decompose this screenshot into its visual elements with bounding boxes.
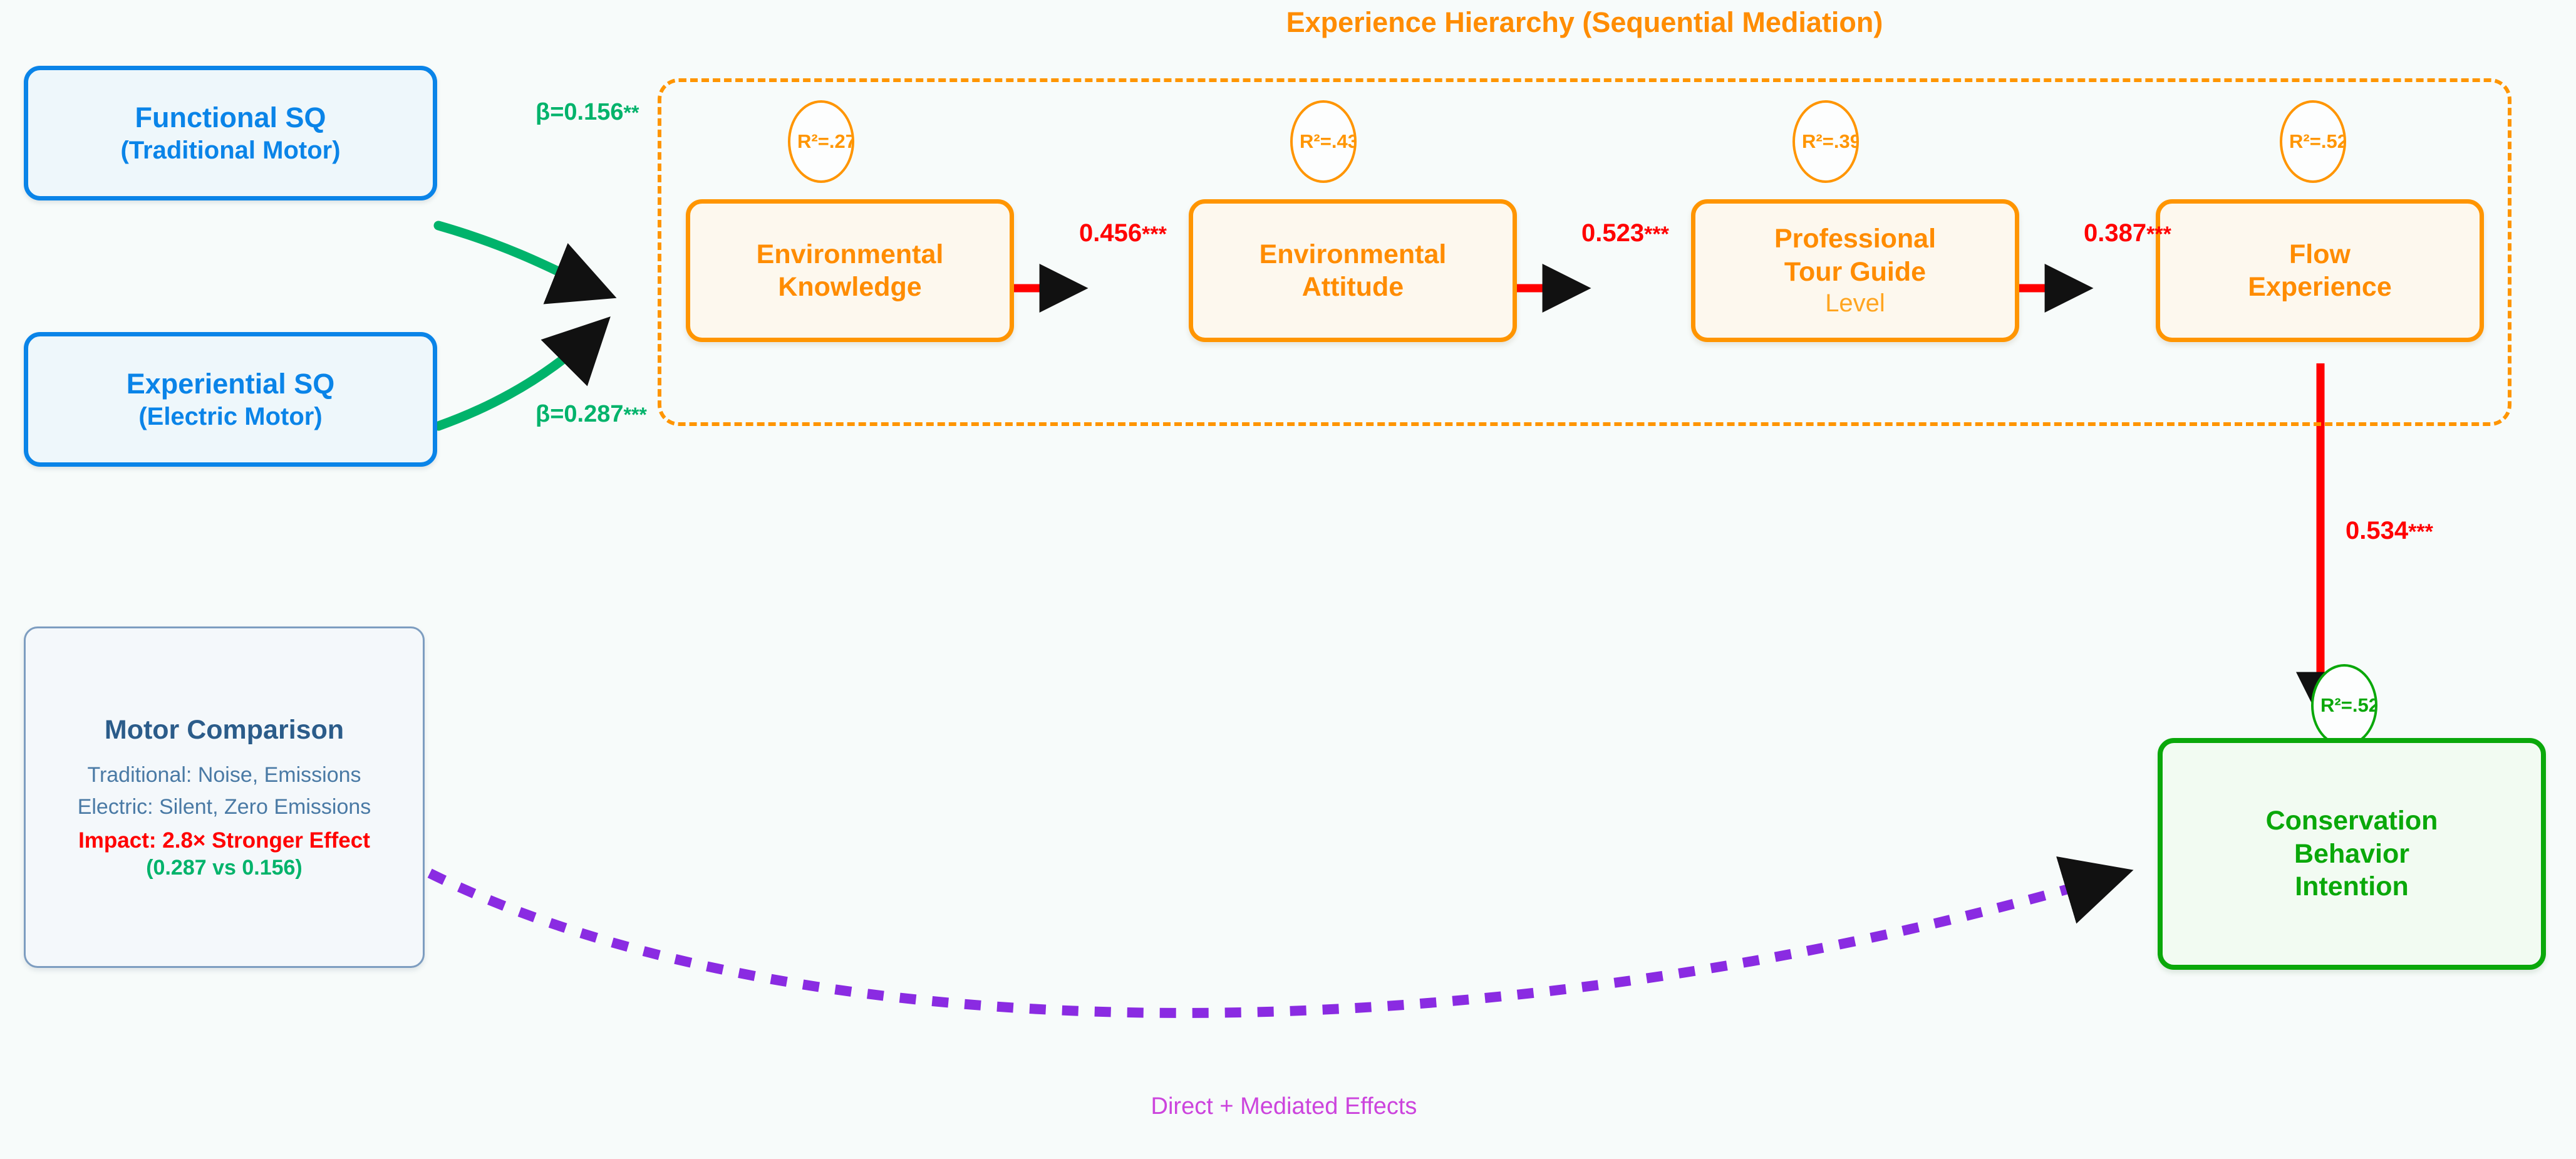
node-professional-tour-guide[interactable]: Professional Tour Guide Level [1691, 199, 2019, 342]
label-flow-to-intention: 0.534*** [2346, 517, 2433, 545]
r2-value-environmental-knowledge: R²=.27 [797, 130, 854, 152]
label-guide-to-flow-stars: *** [2146, 222, 2171, 246]
region-title: Experience Hierarchy (Sequential Mediati… [1286, 6, 1883, 38]
node-experiential-sq-line2: (Electric Motor) [138, 402, 323, 430]
label-attitude-to-guide: 0.523*** [1581, 219, 1669, 247]
node-environmental-knowledge-line1: Environmental [756, 239, 944, 269]
node-professional-tour-guide-line3: Level [1825, 289, 1885, 318]
label-knowledge-to-attitude-value: 0.456 [1079, 219, 1142, 247]
r2-badge-tour-guide: R²=.39 [1792, 100, 1859, 183]
label-beta-functional-stars: ** [623, 101, 639, 124]
node-functional-sq-line1: Functional SQ [135, 101, 326, 133]
label-beta-experiential: β=0.287*** [535, 401, 647, 428]
r2-value-tour-guide: R²=.39 [1802, 130, 1859, 152]
label-guide-to-flow-value: 0.387 [2084, 219, 2147, 247]
node-functional-sq[interactable]: Functional SQ (Traditional Motor) [24, 66, 437, 200]
node-professional-tour-guide-line2: Tour Guide [1784, 256, 1927, 287]
label-flow-to-intention-value: 0.534 [2346, 517, 2409, 544]
node-flow-experience[interactable]: Flow Experience [2156, 199, 2484, 342]
motor-comparison-electric: Electric: Silent, Zero Emissions [77, 794, 371, 819]
node-conservation-behavior-intention[interactable]: Conservation Behavior Intention [2158, 738, 2546, 970]
node-environmental-knowledge-line2: Knowledge [778, 272, 922, 302]
node-conservation-line2: Behavior [2294, 838, 2409, 869]
edge-functional-to-knowledge [433, 221, 617, 304]
label-beta-experiential-stars: *** [623, 403, 647, 426]
r2-badge-flow-experience: R²=.52 [2280, 100, 2346, 183]
node-conservation-line1: Conservation [2265, 806, 2438, 836]
node-environmental-attitude-line2: Attitude [1301, 272, 1404, 302]
label-knowledge-to-attitude: 0.456*** [1079, 219, 1167, 247]
edge-direct-mediated-effects [398, 853, 2134, 1018]
node-professional-tour-guide-line1: Professional [1774, 224, 1937, 254]
r2-value-environmental-attitude: R²=.43 [1300, 130, 1357, 152]
node-functional-sq-line2: (Traditional Motor) [120, 136, 341, 164]
node-environmental-attitude-line1: Environmental [1259, 239, 1447, 269]
node-environmental-knowledge[interactable]: Environmental Knowledge [686, 199, 1014, 342]
experience-hierarchy-region [658, 78, 2511, 426]
label-attitude-to-guide-stars: *** [1644, 222, 1669, 246]
node-conservation-line3: Intention [2295, 871, 2409, 902]
footer-caption: Direct + Mediated Effects [1151, 1093, 1417, 1120]
motor-comparison-panel: Motor Comparison Traditional: Noise, Emi… [24, 626, 425, 968]
label-beta-functional-value: β=0.156 [535, 99, 624, 125]
label-knowledge-to-attitude-stars: *** [1142, 222, 1167, 246]
motor-comparison-impact: Impact: 2.8× Stronger Effect [78, 828, 370, 853]
label-attitude-to-guide-value: 0.523 [1581, 219, 1645, 247]
r2-badge-conservation-intention: R²=.52 [2311, 664, 2377, 747]
label-beta-experiential-value: β=0.287 [535, 401, 624, 427]
r2-badge-environmental-knowledge: R²=.27 [788, 100, 854, 183]
label-guide-to-flow: 0.387*** [2084, 219, 2171, 247]
r2-value-flow-experience: R²=.52 [2289, 130, 2346, 152]
motor-comparison-values: (0.287 vs 0.156) [146, 855, 303, 880]
label-beta-functional: β=0.156** [535, 99, 639, 126]
motor-comparison-traditional: Traditional: Noise, Emissions [87, 762, 361, 787]
r2-badge-environmental-attitude: R²=.43 [1290, 100, 1357, 183]
node-flow-experience-line2: Experience [2248, 272, 2392, 302]
node-environmental-attitude[interactable]: Environmental Attitude [1189, 199, 1517, 342]
label-flow-to-intention-stars: *** [2408, 520, 2433, 544]
node-experiential-sq-line1: Experiential SQ [126, 367, 335, 400]
r2-value-conservation-intention: R²=.52 [2320, 694, 2377, 716]
node-flow-experience-line1: Flow [2289, 239, 2351, 269]
motor-comparison-title: Motor Comparison [104, 714, 344, 745]
node-experiential-sq[interactable]: Experiential SQ (Electric Motor) [24, 332, 437, 467]
